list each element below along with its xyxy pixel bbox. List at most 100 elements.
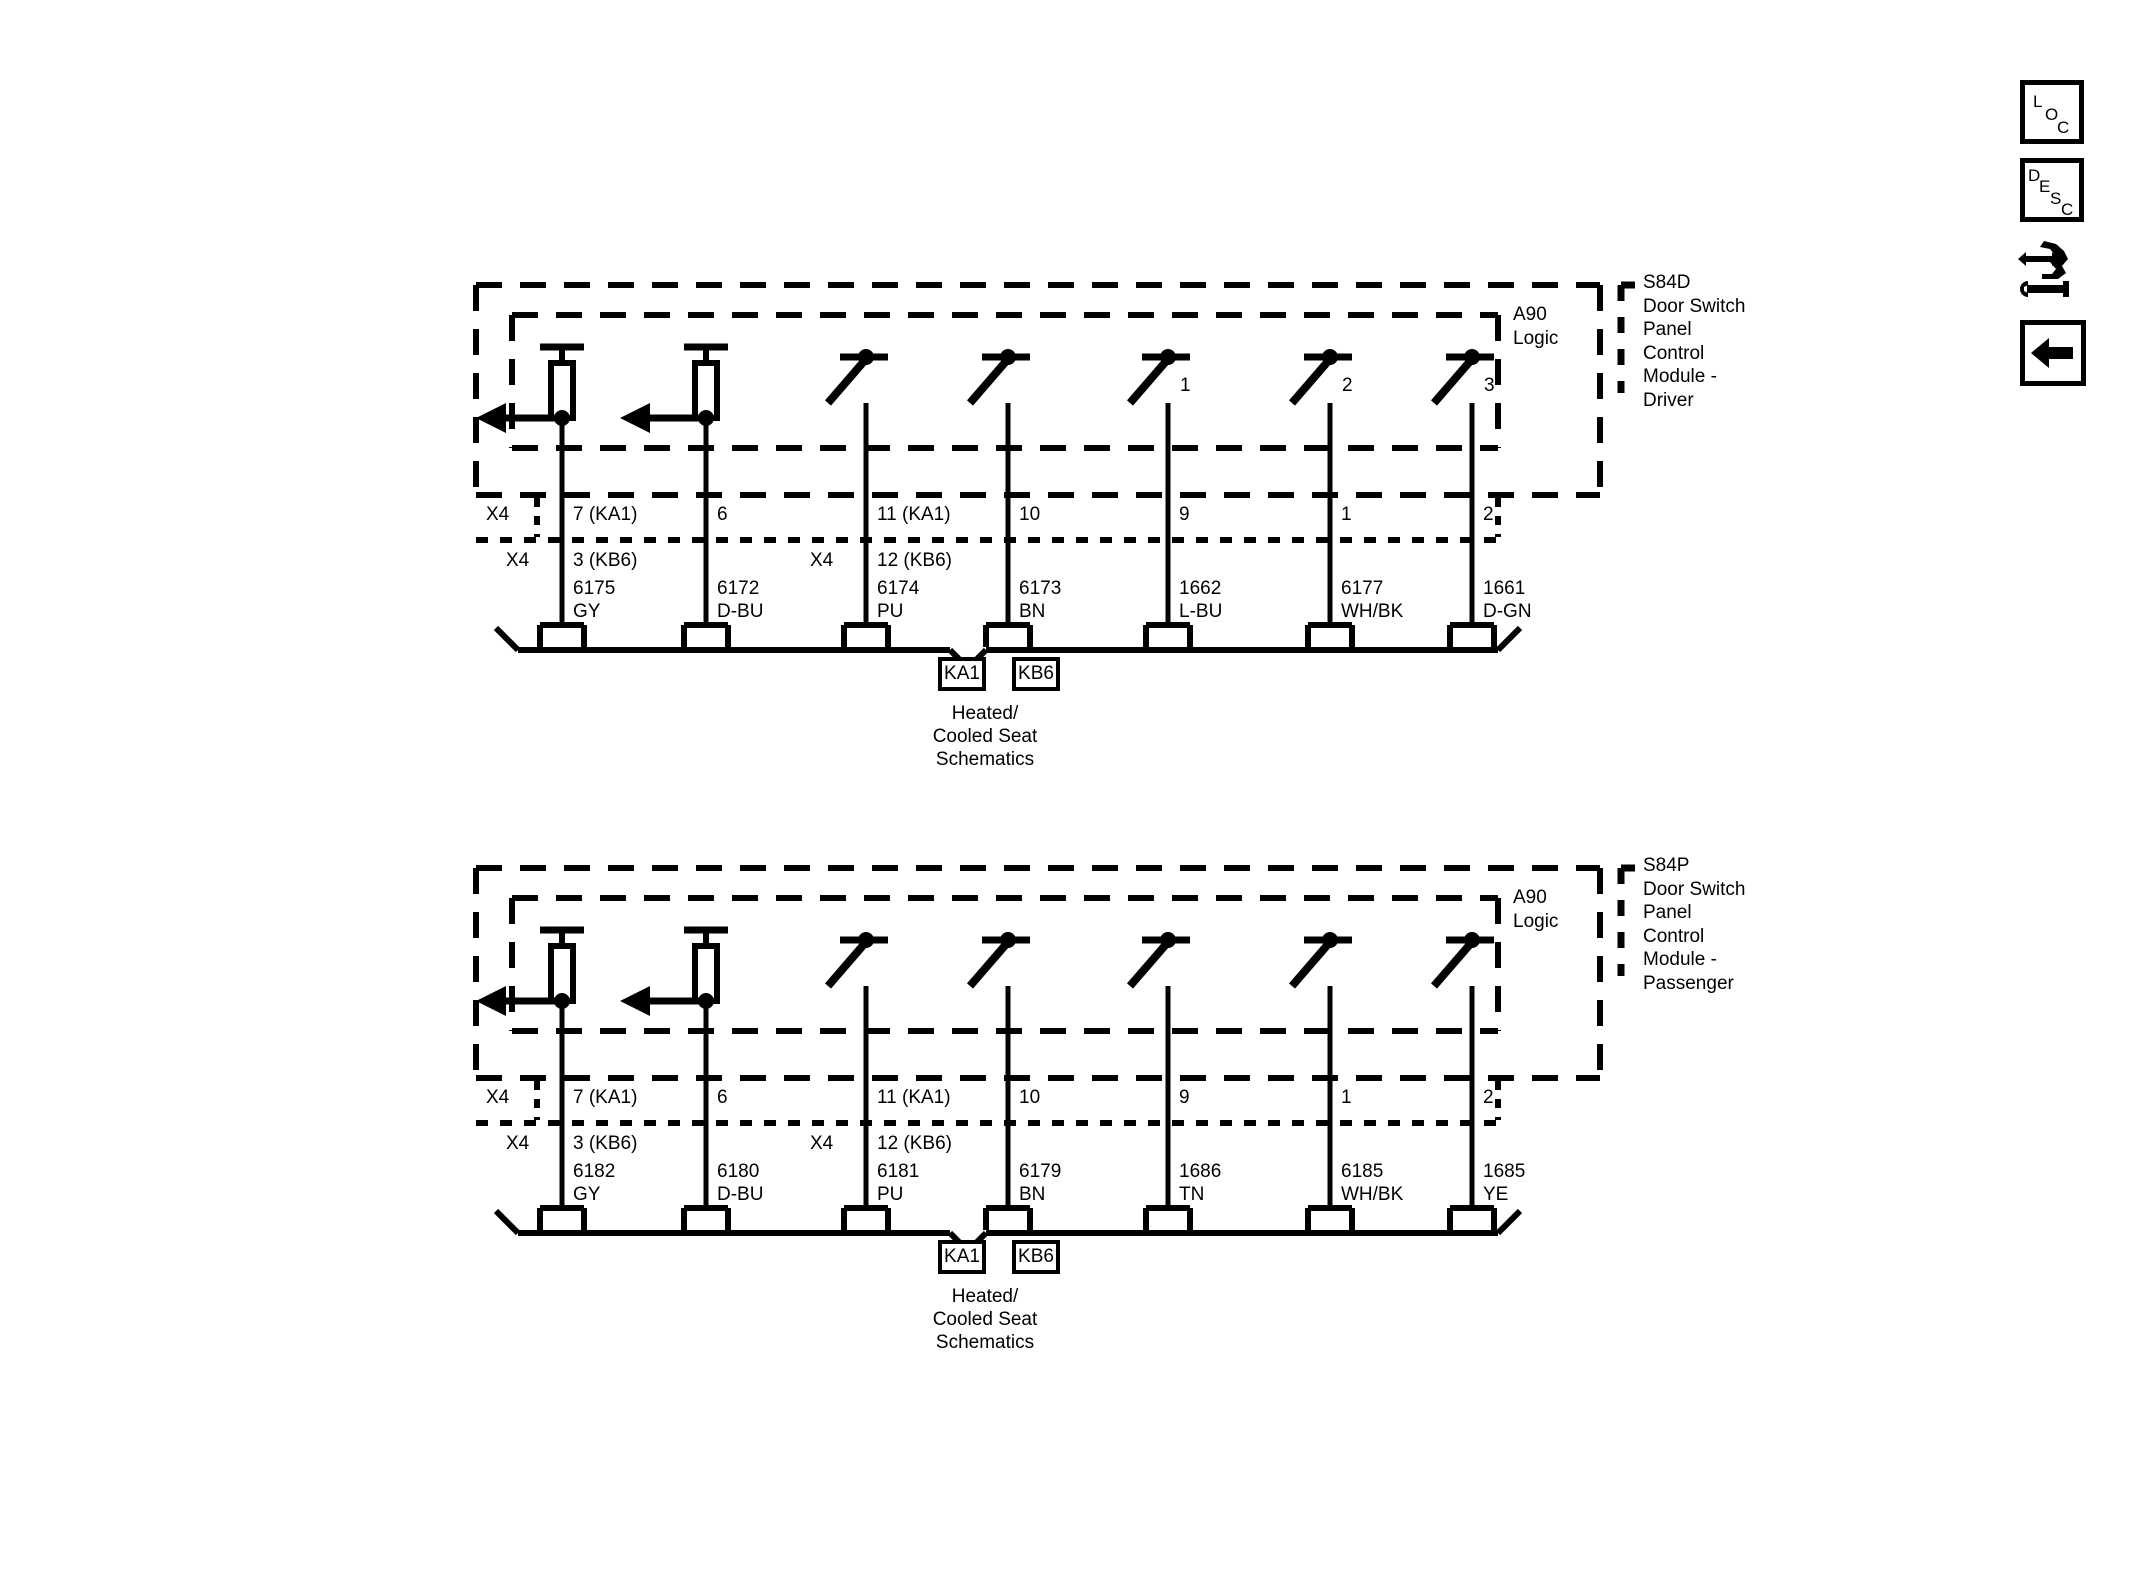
wire-number-3-driver: 6174 [877, 578, 920, 599]
wire-color-3-passenger: PU [877, 1184, 904, 1205]
switch-position-6-driver: 2 [1342, 375, 1353, 396]
harness-caption-passenger: Heated/ Cooled Seat Schematics [932, 1286, 1038, 1353]
harness-end-left [493, 625, 521, 653]
wire-color-1-passenger: GY [573, 1184, 601, 1205]
pin-row1-6-passenger: 1 [1341, 1087, 1352, 1108]
harness-tool-icon [2018, 241, 2069, 297]
pin-row1-2-driver: 6 [717, 504, 728, 525]
harness-end-right [1495, 1208, 1523, 1236]
wire-number-2-driver: 6172 [717, 578, 760, 599]
harness-end-right [1495, 625, 1523, 653]
desc-letter-1: D [2028, 166, 2041, 185]
loc-button[interactable]: L O C [2020, 80, 2084, 144]
wire-number-1-passenger: 6182 [573, 1161, 616, 1182]
switch-blade-5 [1126, 356, 1172, 406]
wire-color-1-driver: GY [573, 601, 601, 622]
connector-prefix-row1-driver: X4 [486, 504, 510, 525]
connector-prefix-row2-3-passenger: X4 [810, 1133, 834, 1154]
wire-color-5-driver: L-BU [1179, 601, 1223, 622]
pin-row1-1-driver: 7 (KA1) [573, 504, 638, 525]
desc-letter-3: S [2050, 189, 2062, 208]
logic-label-driver: A90 Logic [1513, 304, 1559, 349]
wire-number-3-passenger: 6181 [877, 1161, 920, 1182]
wire-number-6-passenger: 6185 [1341, 1161, 1384, 1182]
module-name-label-driver: S84D Door Switch Panel Control Module - … [1643, 272, 1746, 411]
switch-blade-7 [1430, 356, 1476, 406]
switch-position-7-driver: 3 [1484, 375, 1495, 396]
switch-blade-3 [824, 356, 870, 406]
switch-blade-4 [966, 939, 1012, 989]
wire-number-6-driver: 6177 [1341, 578, 1384, 599]
harness-connector-ka1-passenger[interactable]: KA1 [938, 1240, 986, 1274]
pin-row2-1-passenger: 3 (KB6) [573, 1133, 638, 1154]
back-button[interactable] [2020, 320, 2086, 386]
desc-icon: D E S C [2025, 163, 2079, 219]
wire-color-7-passenger: YE [1483, 1184, 1509, 1205]
wiper-arrow-1 [476, 403, 506, 433]
switch-blade-7 [1430, 939, 1476, 989]
wire-color-5-passenger: TN [1179, 1184, 1205, 1205]
right-toolbar: L O C D E S C [2004, 80, 2114, 560]
pin-row1-1-passenger: 7 (KA1) [573, 1087, 638, 1108]
loc-letter-2: O [2045, 105, 2059, 124]
harness-caption-driver: Heated/ Cooled Seat Schematics [932, 703, 1038, 770]
pin-row1-2-passenger: 6 [717, 1087, 728, 1108]
harness-connector-kb6-passenger[interactable]: KB6 [1012, 1240, 1060, 1274]
connector-prefix-row2-1-passenger: X4 [506, 1133, 530, 1154]
module-name-label-passenger: S84P Door Switch Panel Control Module - … [1643, 855, 1746, 994]
harness-tool-button[interactable] [2012, 235, 2092, 297]
wire-color-4-driver: BN [1019, 601, 1046, 622]
wire-number-7-driver: 1661 [1483, 578, 1526, 599]
wire-color-6-driver: WH/BK [1341, 601, 1404, 622]
wire-number-4-passenger: 6179 [1019, 1161, 1062, 1182]
loc-letter-1: L [2033, 92, 2043, 111]
wire-number-4-driver: 6173 [1019, 578, 1062, 599]
connector-prefix-row2-1-driver: X4 [506, 550, 530, 571]
logic-label-passenger: A90 Logic [1513, 887, 1559, 932]
desc-button[interactable]: D E S C [2020, 158, 2084, 222]
resistor-body-2 [692, 943, 720, 1004]
pin-row1-7-driver: 2 [1483, 504, 1494, 525]
wire-number-1-driver: 6175 [573, 578, 616, 599]
wire-number-2-passenger: 6180 [717, 1161, 760, 1182]
wire-color-4-passenger: BN [1019, 1184, 1046, 1205]
connector-prefix-row2-3-driver: X4 [810, 550, 834, 571]
resistor-body-1 [548, 943, 576, 1004]
loc-letter-3: C [2057, 118, 2070, 137]
switch-blade-3 [824, 939, 870, 989]
pin-row1-3-passenger: 11 (KA1) [877, 1087, 951, 1108]
switch-blade-6 [1288, 356, 1334, 406]
pin-row2-3-passenger: 12 (KB6) [877, 1133, 952, 1154]
resistor-body-1 [548, 360, 576, 421]
loc-icon: L O C [2025, 85, 2079, 139]
wiper-arrow-2 [620, 986, 650, 1016]
back-arrow-icon [2031, 338, 2073, 368]
desc-letter-4: C [2061, 200, 2074, 219]
wire-color-2-passenger: D-BU [717, 1184, 764, 1205]
harness-connector-ka1-driver[interactable]: KA1 [938, 657, 986, 691]
wire-number-5-driver: 1662 [1179, 578, 1222, 599]
switch-position-5-driver: 1 [1180, 375, 1191, 396]
switch-blade-6 [1288, 939, 1334, 989]
wire-number-7-passenger: 1685 [1483, 1161, 1526, 1182]
pin-row1-6-driver: 1 [1341, 504, 1352, 525]
pin-row1-4-driver: 10 [1019, 504, 1041, 525]
wire-number-5-passenger: 1686 [1179, 1161, 1222, 1182]
pin-row1-7-passenger: 2 [1483, 1087, 1494, 1108]
switch-blade-4 [966, 356, 1012, 406]
pin-row1-4-passenger: 10 [1019, 1087, 1041, 1108]
wire-color-7-driver: D-GN [1483, 601, 1532, 622]
harness-connector-kb6-driver[interactable]: KB6 [1012, 657, 1060, 691]
pin-row1-5-driver: 9 [1179, 504, 1190, 525]
desc-letter-2: E [2039, 177, 2051, 196]
pin-row2-3-driver: 12 (KB6) [877, 550, 952, 571]
wiper-arrow-2 [620, 403, 650, 433]
pin-row1-5-passenger: 9 [1179, 1087, 1190, 1108]
pin-row2-1-driver: 3 (KB6) [573, 550, 638, 571]
wire-color-2-driver: D-BU [717, 601, 764, 622]
wiper-arrow-1 [476, 986, 506, 1016]
switch-blade-5 [1126, 939, 1172, 989]
connector-prefix-row1-passenger: X4 [486, 1087, 510, 1108]
